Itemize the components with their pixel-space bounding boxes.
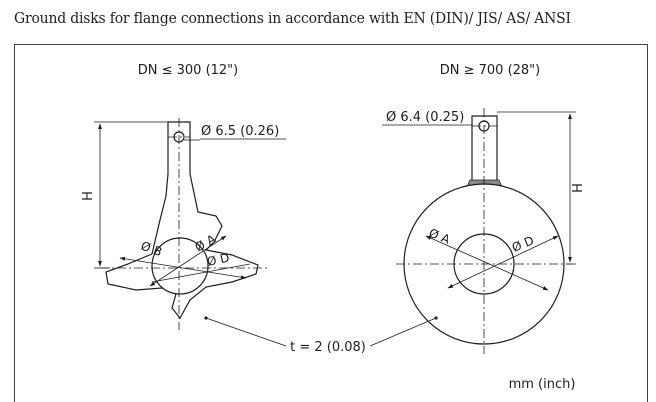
thickness-leader-right [369,317,437,347]
thickness-callout: t = 2 (0.08) [204,316,438,355]
thickness-leader-left-dot [204,316,208,320]
left-h-label: H [81,191,96,201]
left-hole-label: Ø 6.5 (0.26) [201,124,279,139]
thickness-leader-right-dot [434,316,438,320]
right-h-label: H [571,183,586,193]
left-dim-d-line [151,263,251,283]
right-ground-disk-view: DN ≥ 700 (28") H Ø 6.4 (0.25) Ø A Ø D [382,63,586,354]
drawing-frame [14,44,648,402]
left-view-heading: DN ≤ 300 (12") [138,63,239,78]
left-ground-disk-view: DN ≤ 300 (12") H Ø 6.5 (0.26) Ø B Ø A Ø … [81,63,286,330]
thickness-label: t = 2 (0.08) [290,340,366,355]
units-label: mm (inch) [509,377,576,392]
page-title: Ground disks for flange connections in a… [14,9,571,27]
left-label-d: Ø D [206,251,231,269]
right-hole-label: Ø 6.4 (0.25) [386,110,464,125]
right-dim-d-line [447,235,559,289]
thickness-leader-left [205,317,287,347]
left-dim-a-line [149,235,227,287]
left-label-b: Ø B [139,239,164,260]
right-view-heading: DN ≥ 700 (28") [440,63,541,78]
